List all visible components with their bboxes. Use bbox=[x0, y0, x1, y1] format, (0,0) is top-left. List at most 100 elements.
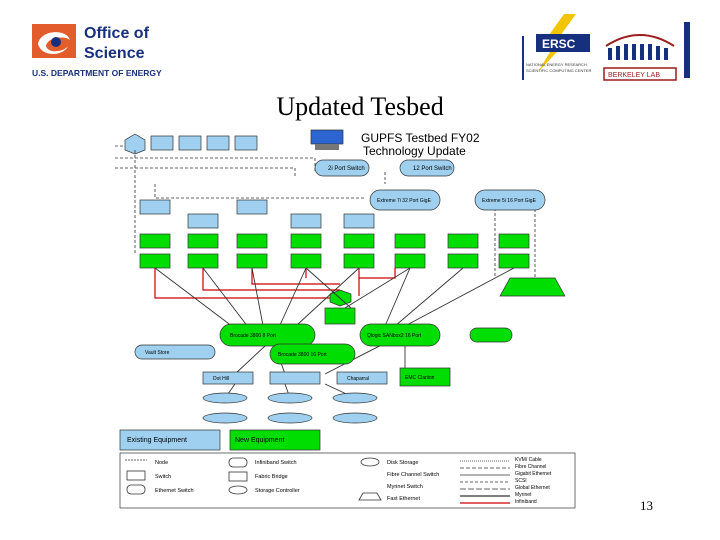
nersc-subtitle1: NATIONAL ENERGY RESEARCH bbox=[526, 62, 587, 67]
fabric-bridge bbox=[324, 307, 356, 325]
nersc-subtitle2: SCIENTIFIC COMPUTING CENTER bbox=[526, 68, 591, 73]
node-row-green-1 bbox=[139, 233, 530, 249]
testbed-network-diagram: GUPFS Testbed FY02 Technology Update 2i … bbox=[115, 128, 580, 513]
legend-gige: Gigabit Ethernet bbox=[515, 471, 552, 477]
extreme-switch-a bbox=[369, 189, 441, 211]
node bbox=[290, 233, 322, 249]
disk-storage bbox=[332, 392, 378, 404]
vault-label: Vault Store bbox=[145, 350, 170, 356]
blue-server-icon bbox=[310, 129, 344, 150]
legend-storage-controller: Storage Controller bbox=[255, 488, 300, 494]
legend-fc-switch: Fibre Channel Switch bbox=[387, 472, 439, 478]
legend-node: Node bbox=[155, 460, 168, 466]
storage-controller-emc bbox=[399, 367, 451, 387]
node bbox=[187, 213, 219, 229]
nersc-name: ERSC bbox=[542, 37, 576, 51]
lbl-name: BERKELEY LAB bbox=[608, 72, 660, 79]
legend-existing: Existing Equipment bbox=[127, 437, 187, 444]
chaparral-label: Chaparral bbox=[347, 376, 369, 382]
node bbox=[447, 253, 479, 269]
storage-controller-eurologic bbox=[269, 371, 321, 385]
qlogic-switch bbox=[359, 323, 441, 347]
diagram-title-2: Technology Update bbox=[363, 144, 466, 158]
disk-storage bbox=[332, 412, 378, 424]
node bbox=[498, 253, 530, 269]
brocade-switch bbox=[219, 323, 316, 347]
extreme-switch-b bbox=[474, 189, 546, 211]
doe-line1: Office of bbox=[84, 25, 150, 42]
switch-b bbox=[399, 159, 455, 177]
node-row-green-2 bbox=[139, 253, 530, 269]
switch-a-label: 2i Port Switch bbox=[328, 166, 365, 172]
page-number: 13 bbox=[640, 498, 653, 513]
qlogic-label: Qlogic SANbox2 16 Port bbox=[367, 333, 422, 339]
disk-storage bbox=[267, 392, 313, 404]
node bbox=[498, 233, 530, 249]
switch-b-label: 12 Port Switch bbox=[413, 166, 452, 172]
ethernet-lines bbox=[115, 145, 536, 288]
infiniband-lines bbox=[154, 268, 396, 299]
node-row-blue bbox=[139, 199, 375, 229]
storage-controller-chaparral bbox=[336, 371, 388, 385]
berkeley-lab-logo: BERKELEY LAB bbox=[600, 16, 706, 84]
legend-kvm: KVM/ Cable bbox=[515, 457, 542, 463]
node bbox=[187, 253, 219, 269]
slide-title: Updated Tesbed bbox=[276, 92, 444, 121]
doe-line3: U.S. DEPARTMENT OF ENERGY bbox=[32, 68, 162, 78]
brocade-b-label: Brocade 3800 16 Port bbox=[278, 352, 327, 358]
top-clients bbox=[124, 133, 258, 155]
brocade-switch-b bbox=[269, 343, 356, 365]
legend-fibre-channel: Fibre Channel bbox=[515, 464, 546, 470]
node bbox=[236, 253, 268, 269]
node bbox=[139, 233, 171, 249]
node bbox=[139, 253, 171, 269]
legend-myrinet-switch: Myrinet Switch bbox=[387, 484, 423, 490]
legend-global-ethernet: Global Ethernet bbox=[515, 485, 550, 491]
node bbox=[187, 233, 219, 249]
extreme-b-label: Extreme 5i 16 Port GigE bbox=[482, 198, 537, 204]
node bbox=[447, 233, 479, 249]
client-node bbox=[178, 135, 202, 151]
client-node bbox=[234, 135, 258, 151]
disk-storage bbox=[202, 392, 248, 404]
legend: Existing Equipment New Equipment Node Sw… bbox=[119, 429, 576, 509]
node bbox=[394, 233, 426, 249]
client-node bbox=[206, 135, 230, 151]
doe-line2: Science bbox=[84, 45, 145, 62]
storage-box bbox=[499, 277, 566, 297]
storage-controller-dothill bbox=[202, 371, 254, 385]
client-node bbox=[124, 133, 146, 155]
extreme-a-label: Extreme 7i 32 Port GigE bbox=[377, 198, 432, 204]
building-icon bbox=[608, 44, 668, 60]
legend-disk-storage: Disk Storage bbox=[387, 460, 419, 466]
legend-scsi: SCSI bbox=[515, 478, 527, 484]
node bbox=[236, 233, 268, 249]
node bbox=[343, 213, 375, 229]
disk-storage-group bbox=[202, 392, 378, 424]
vault-switch bbox=[134, 344, 216, 360]
node bbox=[343, 253, 375, 269]
legend-infiniband: Infiniband bbox=[515, 499, 537, 505]
dothill-label: Dot Hill bbox=[213, 376, 229, 382]
disk-storage bbox=[202, 412, 248, 424]
emc-label: EMC Clariion bbox=[405, 375, 435, 381]
small-switch bbox=[469, 327, 513, 343]
node bbox=[139, 199, 171, 215]
legend-infiniband-switch: Infiniband Switch bbox=[255, 460, 297, 466]
disk-storage bbox=[267, 412, 313, 424]
switch-a bbox=[314, 159, 370, 177]
legend-myrinet: Myrinet bbox=[515, 492, 532, 498]
node bbox=[236, 199, 268, 215]
node bbox=[290, 213, 322, 229]
legend-ethernet-switch: Ethernet Switch bbox=[155, 488, 194, 494]
client-node bbox=[150, 135, 174, 151]
legend-fabric-bridge: Fabric Bridge bbox=[255, 474, 288, 480]
nersc-logo: ERSC NATIONAL ENERGY RESEARCH SCIENTIFIC… bbox=[514, 14, 600, 82]
brocade-label: Brocade 3800 8 Port bbox=[230, 333, 276, 339]
node bbox=[343, 233, 375, 249]
node bbox=[394, 253, 426, 269]
doe-office-of-science-logo: Office of Science U.S. DEPARTMENT OF ENE… bbox=[30, 20, 180, 82]
campanile-icon bbox=[684, 22, 690, 78]
legend-new: New Equipment bbox=[235, 437, 284, 444]
legend-switch: Switch bbox=[155, 474, 171, 480]
